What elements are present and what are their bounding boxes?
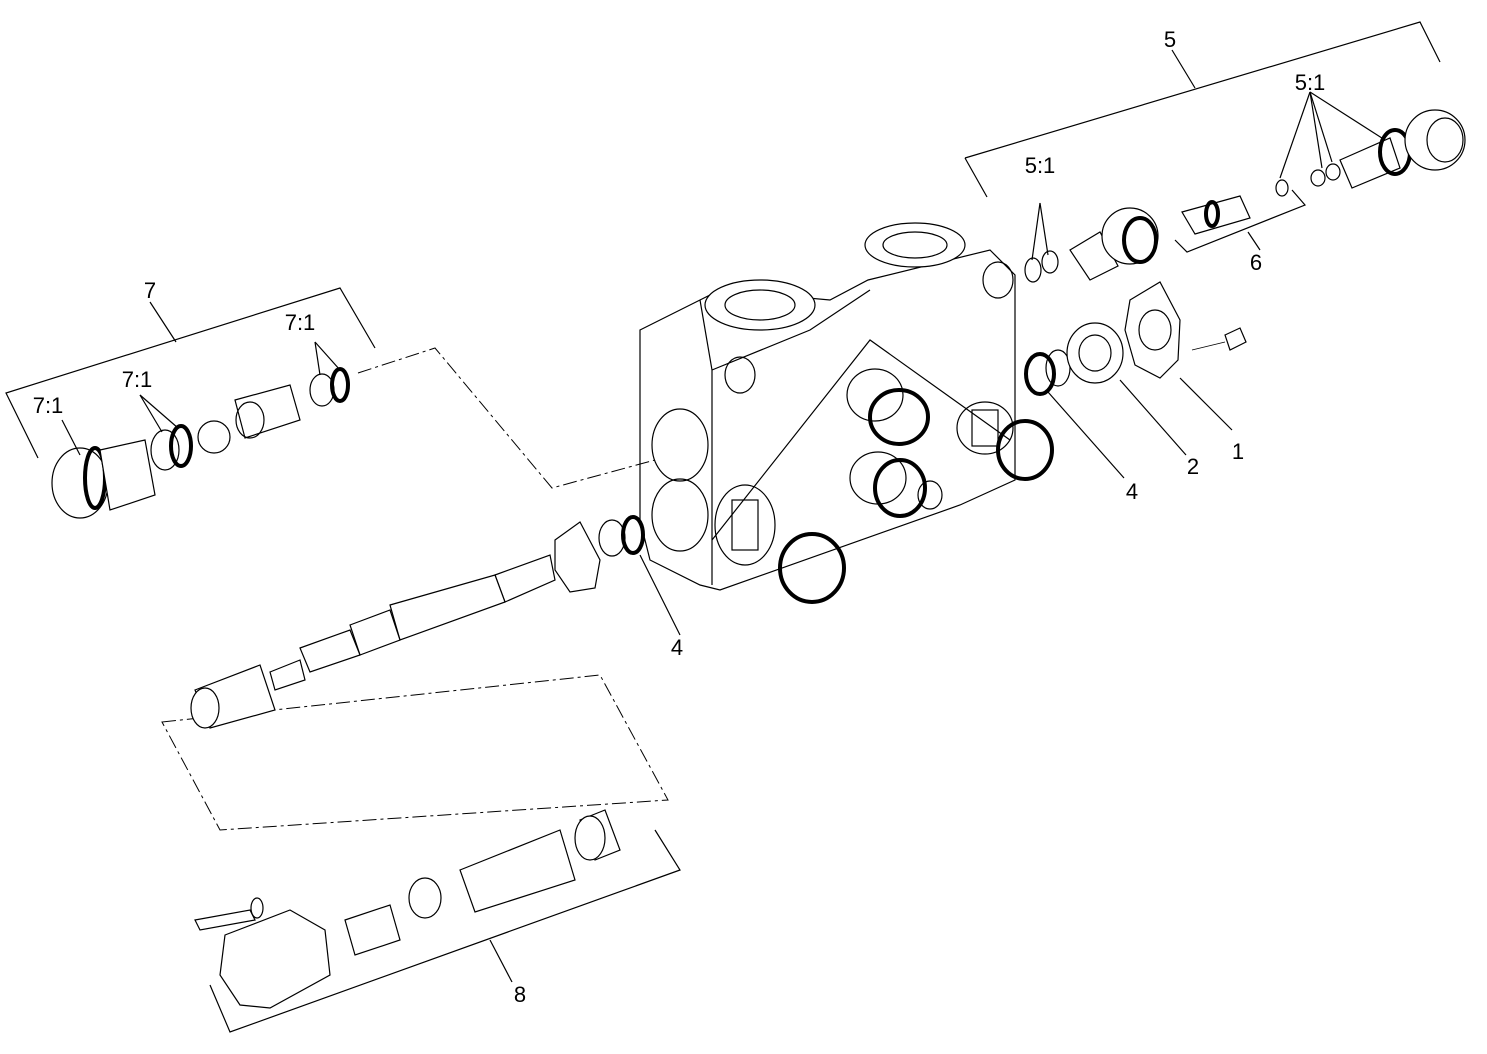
label-part-7-1-left: 7:1 [33,393,64,418]
bracket-7 [5,287,376,459]
check-valve-assembly [51,341,350,519]
valve-body [639,222,1016,591]
label-part-7-1-middle: 7:1 [122,367,153,392]
label-part-1: 1 [1232,439,1244,464]
label-part-8: 8 [514,982,526,1007]
callout-labels: 5 5:1 5:1 6 7 7:1 7:1 7:1 1 2 4 4 8 [33,27,1326,1007]
label-part-4-left: 4 [671,635,683,660]
label-part-4-right: 4 [1126,479,1138,504]
label-part-2: 2 [1187,454,1199,479]
label-part-6: 6 [1250,250,1262,275]
bracket-8 [209,829,681,1033]
label-part-7: 7 [144,278,156,303]
label-part-5: 5 [1164,27,1176,52]
spring-cap-assembly [194,809,621,1009]
label-part-5-1-upper: 5:1 [1295,70,1326,95]
centerlines [161,347,669,831]
end-cap-parts [1024,281,1247,479]
spool-assembly [190,515,681,729]
bracket-5 [964,21,1441,198]
body-o-rings [778,388,1054,604]
relief-valve-assembly [1024,91,1466,283]
label-part-5-1-lower: 5:1 [1025,153,1056,178]
label-part-7-1-right: 7:1 [285,310,316,335]
